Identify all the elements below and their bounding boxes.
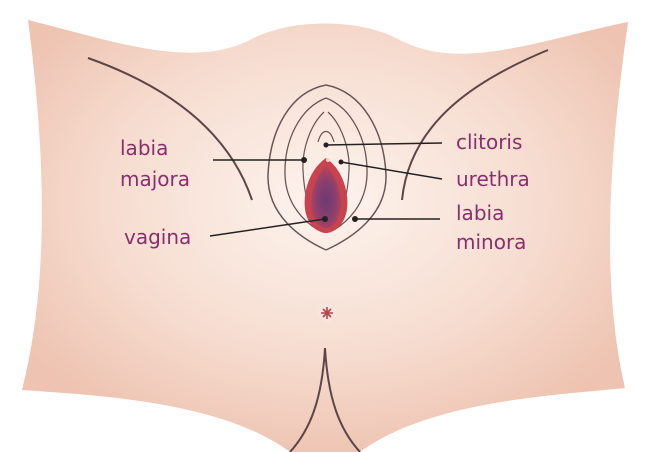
leader-dot-labia-minora [352,216,358,222]
label-labia-majora-line1: labia [120,136,168,160]
anus [318,304,336,322]
label-urethra: urethra [456,167,530,191]
leader-dot-urethra [339,160,344,165]
urethra-mark [326,158,330,162]
leader-dot-vagina [322,216,328,222]
leader-dot-labia-majora [301,157,307,163]
label-labia-minora-line2: minora [456,230,526,254]
label-labia-minora-line1: labia [456,201,504,225]
label-labia-majora-line2: majora [120,167,190,191]
label-vagina: vagina [124,225,191,249]
leader-dot-clitoris [324,143,329,148]
label-clitoris: clitoris [456,130,522,154]
